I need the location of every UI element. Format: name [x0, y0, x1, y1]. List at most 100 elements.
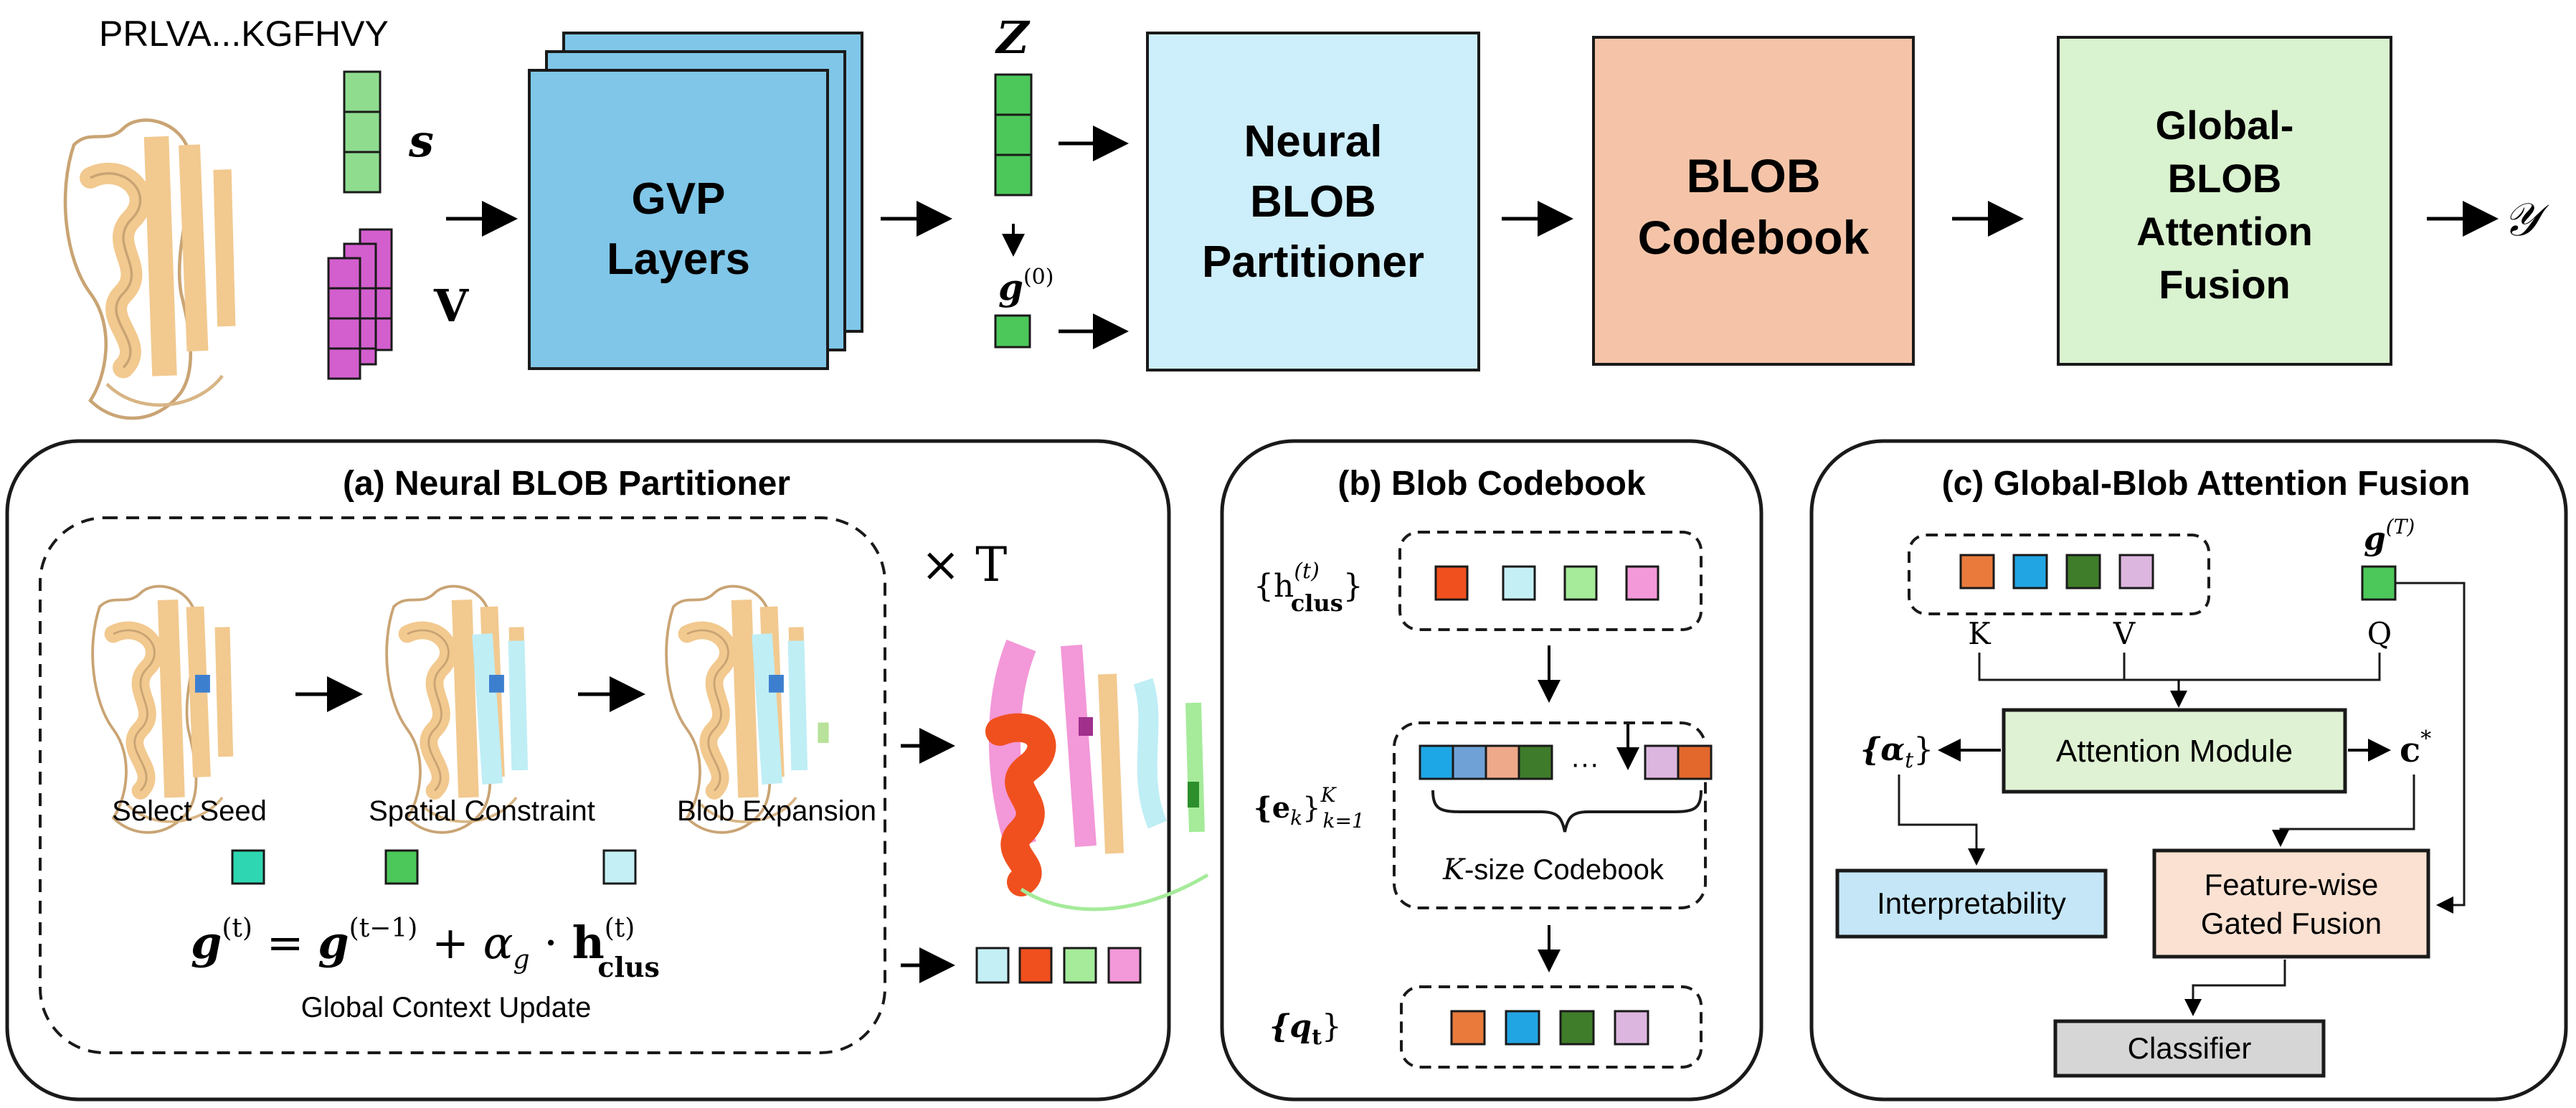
protein-spatial-constraint-image: [387, 587, 520, 833]
codebook-group: [1393, 721, 1707, 909]
q-label-close: }: [1322, 1008, 1342, 1045]
cluster-token-1: [975, 947, 1010, 984]
classifier-box: [2053, 1019, 2326, 1078]
v-label: V: [433, 280, 469, 332]
v-label-c: V: [2113, 616, 2136, 651]
gvp-label-line2: Layers: [607, 235, 750, 284]
eq-plus-alpha: + α: [417, 917, 513, 969]
panel-b-frame: [1220, 439, 1763, 1102]
alpha-label: {αt}: [1860, 731, 1933, 773]
g0-sup: (0): [1023, 265, 1054, 290]
seed-token-green: [384, 849, 419, 885]
cluster-token-4: [1107, 947, 1142, 984]
eq-dot: ·: [530, 917, 572, 969]
e-label-close: }: [1302, 792, 1320, 825]
sequence-text: PRLVA...KGFHVY: [99, 14, 389, 54]
protein-blob-expansion-image: [666, 587, 829, 833]
arrow-alpha-to-interp: [1898, 775, 1985, 866]
codebook-brace: [1431, 790, 1703, 833]
protein-structure-image: [65, 120, 227, 419]
gated-fusion-line2: Gated Fusion: [2201, 906, 2382, 940]
codebook-caption-text: -size Codebook: [1464, 854, 1665, 886]
g0-label: g(0): [998, 265, 1053, 308]
seed-token-teal: [231, 849, 265, 885]
arrow-gT-to-gated: [2395, 582, 2466, 914]
panel-c-frame: [1809, 439, 2568, 1102]
alpha-sub: t: [1905, 748, 1914, 773]
h-label-sub: clus: [1291, 589, 1343, 617]
q-token-lilac: [1614, 1010, 1649, 1046]
eq-lhs: g: [191, 917, 222, 969]
q-token-blue: [1505, 1010, 1540, 1046]
h-label-sup: (t): [1294, 559, 1319, 584]
q-label-open: {q: [1269, 1008, 1312, 1045]
cluster-token-3: [1063, 947, 1097, 984]
fusion-line2: BLOB: [2168, 156, 2282, 201]
h-token-orange: [1434, 565, 1469, 601]
eq-alpha-sub: g: [513, 945, 530, 975]
classifier-label: Classifier: [2128, 1031, 2252, 1065]
panel-b-title: (b) Blob Codebook: [1337, 465, 1646, 503]
neural-blob-partitioner-box: [1146, 32, 1480, 371]
z-feature-stack: [994, 73, 1033, 196]
e-label-open: {e: [1254, 791, 1290, 825]
step-select-seed: Select Seed: [112, 795, 267, 827]
gvp-label-line1: GVP: [632, 174, 726, 224]
arrow-c-to-gated: [2272, 775, 2415, 847]
kv-token-blue: [2012, 554, 2048, 589]
h-clus-label: {h(t) clus}: [1254, 559, 1363, 617]
attention-module-label: Attention Module: [2056, 734, 2293, 769]
gT-label: g(T): [2364, 515, 2415, 557]
c-sup: *: [2420, 726, 2431, 752]
q-t-label: {qt}: [1269, 1008, 1342, 1050]
blob-codebook-box: [1592, 36, 1915, 366]
gT-sup: (T): [2386, 515, 2415, 539]
codebook-line2: Codebook: [1638, 211, 1870, 264]
h-token-pink: [1625, 565, 1659, 601]
eq-lhs-sup: (t): [222, 914, 252, 943]
codebook-vectors: [1419, 744, 1713, 780]
eq-g-sup: (t−1): [349, 914, 418, 943]
q-token-group: [1400, 985, 1703, 1069]
kv-token-group: [1908, 534, 2210, 615]
alpha-open: {α: [1860, 731, 1905, 768]
g0-token: [994, 314, 1031, 349]
kv-token-orange: [1959, 554, 1995, 589]
gated-fusion-line1: Feature-wise: [2205, 868, 2379, 901]
fusion-line4: Fusion: [2159, 262, 2291, 307]
arrow-gated-to-classifier: [2184, 960, 2286, 1016]
h-clus-token-group: [1398, 531, 1703, 631]
z-label: Z: [994, 11, 1031, 64]
h-label-close: }: [1343, 568, 1363, 605]
panel-a-loop-frame: [39, 516, 886, 1054]
times-t-label: × T: [921, 537, 1007, 592]
gT-base: g: [2364, 521, 2386, 557]
h-token-green: [1563, 565, 1598, 601]
global-update-equation: g(t) = g(t−1) + αg · h(t)clus: [191, 914, 660, 983]
output-y-label: 𝒴: [2503, 194, 2549, 247]
partitioner-line3: Partitioner: [1202, 237, 1424, 287]
kv-token-darkgreen: [2065, 554, 2101, 589]
codebook-caption: K-size Codebook: [1442, 853, 1665, 886]
feature-wise-gated-fusion-box: [2152, 848, 2430, 959]
k-label: K: [1968, 616, 1992, 651]
global-blob-attention-fusion-box: [2057, 36, 2392, 366]
partitioner-line1: Neural: [1244, 117, 1383, 166]
partitioner-line2: BLOB: [1250, 177, 1376, 227]
panel-c-title: (c) Global-Blob Attention Fusion: [1942, 465, 2471, 503]
fusion-line3: Attention: [2136, 209, 2313, 254]
cluster-token-2: [1018, 947, 1053, 984]
c-base: c: [2400, 730, 2420, 770]
panel-a-title: (a) Neural BLOB Partitioner: [343, 465, 790, 503]
codebook-ellipsis: ···: [1571, 748, 1599, 780]
codebook-line1: BLOB: [1687, 149, 1821, 202]
interpretability-label: Interpretability: [1877, 886, 2066, 920]
q-token-darkgreen: [1559, 1010, 1595, 1046]
q-token-orange: [1450, 1010, 1486, 1046]
protein-select-seed-image: [93, 587, 226, 833]
eq-h: h: [572, 917, 605, 969]
kv-token-lilac: [2118, 554, 2154, 589]
h-label-open: {h: [1254, 568, 1294, 605]
q-label-c: Q: [2367, 616, 2392, 651]
